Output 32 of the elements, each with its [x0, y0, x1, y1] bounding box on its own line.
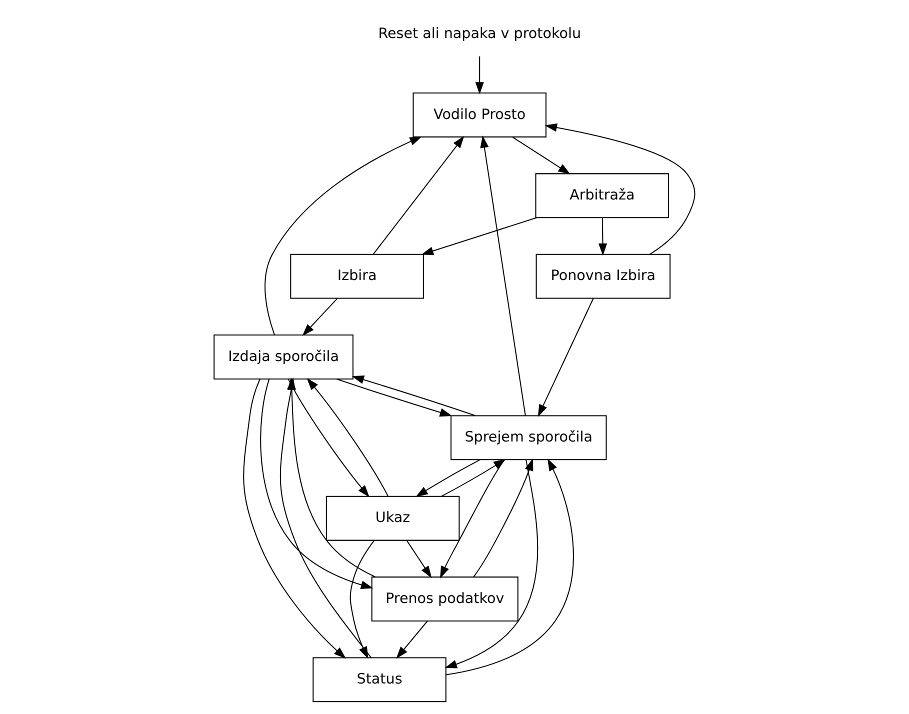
node-box: Prenos podatkov: [371, 576, 518, 622]
arrow: [288, 378, 370, 498]
node-box: Izbira: [290, 254, 424, 299]
arrow: [287, 378, 376, 578]
arrow: [538, 298, 594, 417]
node-box: Status: [312, 657, 446, 702]
arrow: [421, 217, 537, 256]
arrow: [416, 459, 480, 498]
node-box: Vodilo Prosto: [412, 92, 546, 138]
arrow: [598, 218, 608, 256]
arrow: [544, 123, 696, 255]
arrow: [396, 620, 428, 659]
arrow: [373, 136, 464, 254]
node-box: Ukaz: [326, 496, 460, 541]
arrow: [512, 136, 571, 174]
arrow: [336, 378, 452, 417]
node-box: Sprejem sporočila: [450, 415, 607, 460]
node-box: Izdaja sporočila: [214, 334, 354, 380]
node-box: Ponovna Izbira: [536, 254, 671, 299]
arrow: [406, 540, 432, 578]
arrow: [243, 378, 346, 659]
arrow: [306, 378, 388, 496]
node-box: Arbitraža: [535, 173, 670, 218]
arrow: [475, 56, 484, 94]
arrow: [302, 298, 338, 336]
node-text: Reset ali napaka v protokolu: [378, 26, 581, 42]
arrow: [260, 378, 374, 590]
arrow: [352, 376, 476, 416]
arrow: [350, 540, 375, 659]
arrow: [264, 136, 422, 335]
arrow: [480, 136, 526, 416]
arrow: [280, 378, 372, 658]
